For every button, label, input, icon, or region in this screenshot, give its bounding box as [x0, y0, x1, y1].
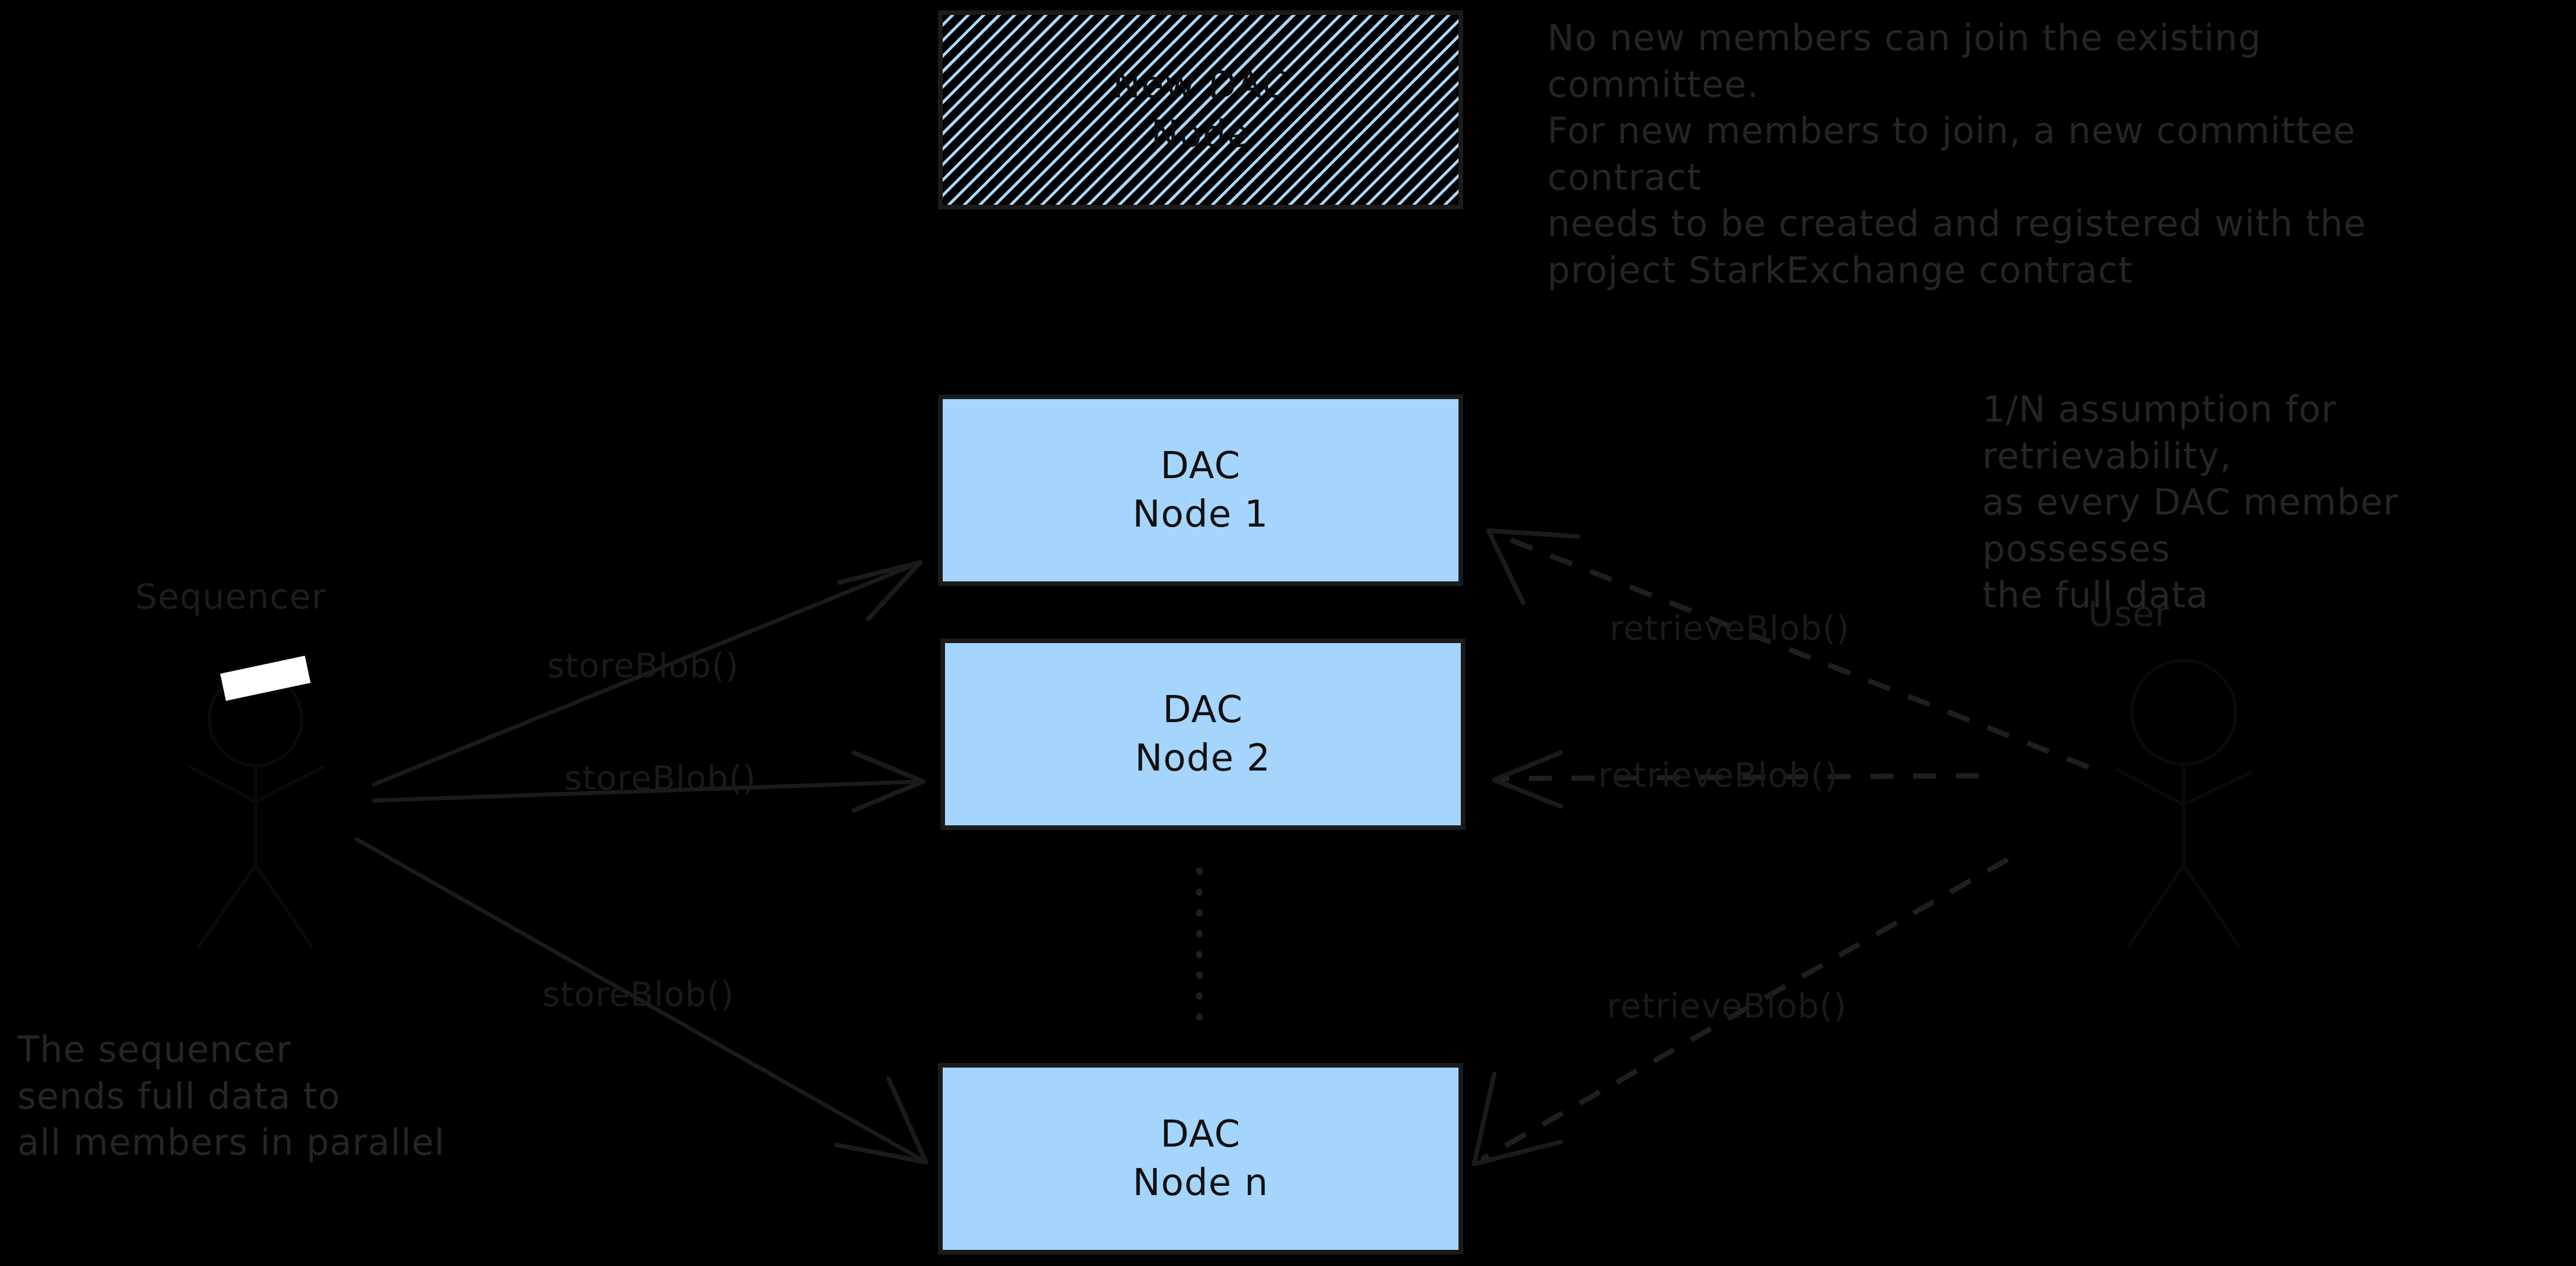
note-retrievability: 1/N assumption for retrievability, as ev… — [1982, 388, 2399, 617]
edge-label-retrieve-blob-1: retrieveBlob() — [1610, 608, 1850, 648]
dac-node-1-line1: DAC — [1160, 444, 1241, 487]
dac-node-n-line2: Node n — [1133, 1162, 1269, 1204]
dac-node-2-line2: Node 2 — [1135, 737, 1271, 780]
actor-label-sequencer: Sequencer — [135, 577, 327, 617]
new-dac-node-box[interactable]: New DAC Node — [938, 10, 1463, 209]
user-figure — [2116, 659, 2252, 948]
dac-node-1-line2: Node 1 — [1133, 493, 1269, 536]
new-dac-node-line2: Node — [1150, 112, 1251, 156]
edge-label-store-blob-2: storeBlob() — [564, 758, 756, 798]
edge-label-store-blob-1: storeBlob() — [547, 646, 739, 685]
dac-node-1-box[interactable]: DAC Node 1 — [938, 395, 1463, 586]
dac-node-n-box[interactable]: DAC Node n — [938, 1063, 1463, 1254]
dac-node-2-box[interactable]: DAC Node 2 — [940, 638, 1465, 830]
edge-label-retrieve-blob-2: retrieveBlob() — [1598, 756, 1839, 795]
new-dac-node-line1: New DAC — [1112, 64, 1289, 107]
dac-node-2-line1: DAC — [1163, 688, 1243, 731]
note-committee: No new members can join the existing com… — [1547, 17, 2367, 291]
actor-label-user: User — [2088, 594, 2170, 634]
note-sequencer: The sequencer sends full data to all mem… — [17, 1028, 445, 1164]
edge-label-store-blob-n: storeBlob() — [542, 975, 734, 1014]
dac-node-n-line1: DAC — [1160, 1113, 1241, 1156]
sequencer-highlight-marker — [220, 655, 311, 701]
sequencer-figure — [189, 671, 325, 948]
edge-label-retrieve-blob-n: retrieveBlob() — [1607, 986, 1847, 1025]
